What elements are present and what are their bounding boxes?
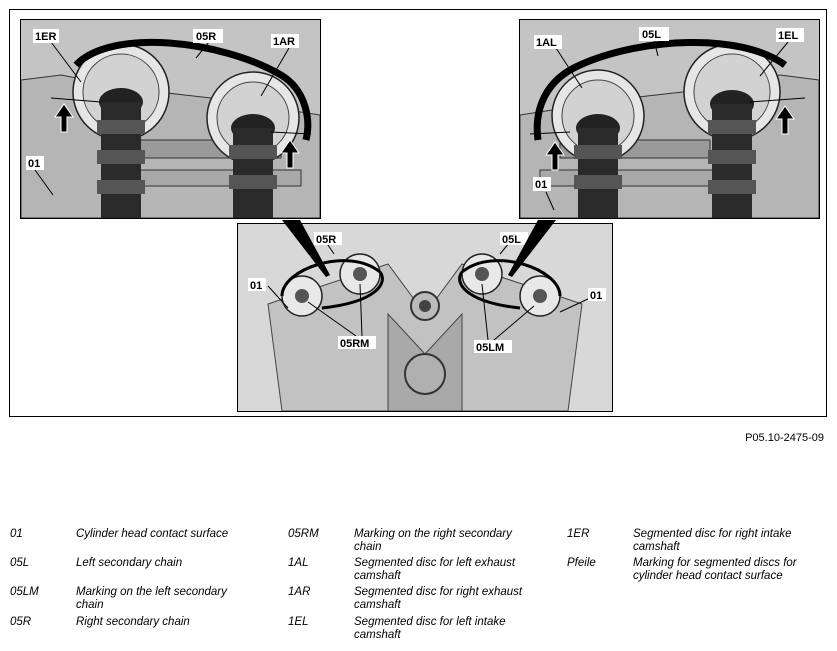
legend-description: Cylinder head contact surface (76, 528, 229, 540)
arrow-marker (545, 141, 565, 171)
legend-code: 1EL (288, 616, 309, 628)
label-1el: 1EL (778, 30, 798, 42)
arrow-marker (280, 139, 300, 169)
sprocket-1ar (206, 71, 300, 218)
overview-label-05rm: 05RM (340, 338, 369, 350)
overview-sprocket-left-intake (519, 275, 561, 317)
contact-surface-line (529, 131, 571, 135)
overview-sprocket-left-exhaust (461, 253, 503, 295)
overview-label-01-right: 01 (250, 280, 262, 292)
contact-surface-line (270, 131, 312, 135)
legend-description: Left secondary chain (76, 557, 183, 569)
overview-label-05r: 05R (316, 234, 336, 246)
sprocket-1el (683, 43, 781, 218)
secondary-chain-05l (533, 38, 788, 141)
label-01: 01 (535, 179, 547, 191)
legend-description: Segmented disc for left intake camshaft (354, 616, 506, 641)
sprocket-1er (72, 43, 170, 218)
contact-surface-line (749, 97, 806, 103)
secondary-chain-05r (73, 38, 312, 141)
legend-code: 1AR (288, 586, 311, 598)
overview-label-05l: 05L (502, 234, 521, 246)
legend-code: 05L (10, 557, 30, 569)
figure-reference: P05.10-2475-09 (745, 432, 824, 444)
legend-code: 1AL (288, 557, 309, 569)
legend-code: 05LM (10, 586, 39, 598)
legend-description: Right secondary chain (76, 616, 190, 628)
overview-label-01-left: 01 (590, 290, 602, 302)
label-05l: 05L (642, 29, 661, 41)
legend-code: 01 (10, 528, 23, 540)
legend-description: Segmented disc for right exhaust camshaf… (354, 586, 523, 611)
legend-description: Segmented disc for left exhaust camshaft (354, 557, 516, 582)
overview-panel: 05R 05L 01 01 05RM 05LM (237, 223, 613, 412)
detail-illustration-left-bank: 1AL 05L 1EL 01 (520, 20, 819, 218)
label-1er: 1ER (35, 31, 56, 43)
sprocket-1al (551, 69, 645, 218)
legend-code: 05R (10, 616, 32, 628)
legend-code: 05RM (288, 528, 319, 540)
arrow-marker (775, 105, 795, 135)
overview-label-05lm: 05LM (476, 342, 504, 354)
legend-code: 1ER (567, 528, 590, 540)
arrow-marker (54, 103, 74, 133)
label-1ar: 1AR (273, 36, 295, 48)
legend-description: Marking on the right secondary chain (354, 528, 512, 553)
label-1al: 1AL (536, 37, 557, 49)
detail-panel-left-bank: 1AL 05L 1EL 01 (519, 19, 820, 219)
detail-panel-right-bank: 1ER 05R 1AR 01 (20, 19, 321, 219)
label-05r: 05R (196, 31, 216, 43)
engine-overview-illustration: 05R 05L 01 01 05RM 05LM (238, 224, 612, 411)
legend-description: Segmented disc for right intake camshaft (633, 528, 792, 553)
legend-code: Pfeile (567, 557, 596, 569)
contact-surface-line (50, 97, 102, 103)
label-01: 01 (28, 158, 40, 170)
detail-illustration-right-bank: 1ER 05R 1AR 01 (21, 20, 320, 218)
legend-description: Marking for segmented discs for cylinder… (633, 557, 797, 582)
legend-description: Marking on the left secondary chain (76, 586, 227, 611)
